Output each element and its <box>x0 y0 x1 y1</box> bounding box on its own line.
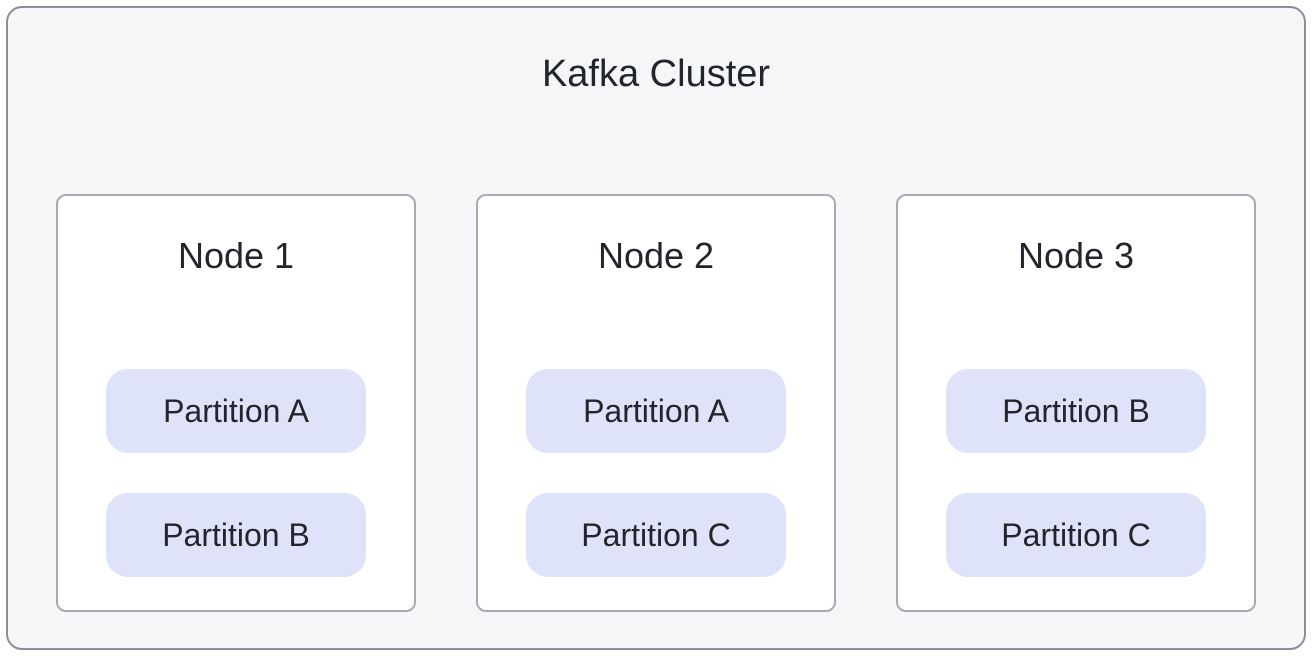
node-1-partitions: Partition A Partition B <box>106 369 366 578</box>
partition-pill: Partition A <box>106 369 366 454</box>
partition-pill: Partition B <box>106 493 366 578</box>
node-2-partitions: Partition A Partition C <box>526 369 786 578</box>
nodes-row: Node 1 Partition A Partition B Node 2 Pa… <box>8 194 1304 612</box>
partition-pill: Partition B <box>946 369 1206 454</box>
node-card-2: Node 2 Partition A Partition C <box>476 194 836 612</box>
node-1-title: Node 1 <box>177 235 295 276</box>
partition-pill: Partition C <box>946 493 1206 578</box>
partition-pill: Partition A <box>526 369 786 454</box>
node-2-title: Node 2 <box>597 235 715 276</box>
kafka-cluster-container: Kafka Cluster Node 1 Partition A Partiti… <box>6 6 1306 650</box>
partition-pill: Partition C <box>526 493 786 578</box>
cluster-title: Kafka Cluster <box>541 53 771 95</box>
node-card-1: Node 1 Partition A Partition B <box>56 194 416 612</box>
node-3-partitions: Partition B Partition C <box>946 369 1206 578</box>
node-3-title: Node 3 <box>1017 235 1135 276</box>
node-card-3: Node 3 Partition B Partition C <box>896 194 1256 612</box>
